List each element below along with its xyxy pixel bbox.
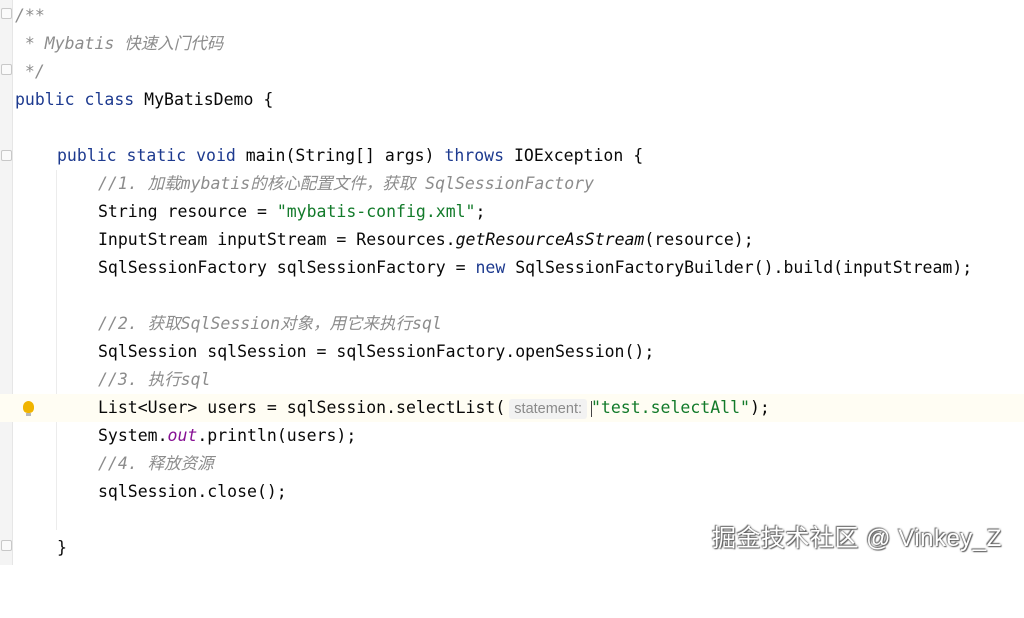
code-text: List<User> users = sqlSession.selectList… xyxy=(98,398,506,417)
code-text: String resource = xyxy=(98,202,277,221)
keyword: throws xyxy=(444,146,514,165)
string-literal: "mybatis-config.xml" xyxy=(276,202,476,221)
code-line-18[interactable]: sqlSession.close(); xyxy=(0,478,1024,506)
class-name: MyBatisDemo { xyxy=(144,90,274,109)
code-line-12[interactable]: //2. 获取SqlSession对象，用它来执行sql xyxy=(0,310,1024,338)
code-text: InputStream inputStream = Resources. xyxy=(98,230,456,249)
code-line-8[interactable]: String resource = "mybatis-config.xml"; xyxy=(0,198,1024,226)
code-editor[interactable]: /** * Mybatis 快速入门代码 */ public class MyB… xyxy=(0,0,1024,565)
code-line-6[interactable]: public static void main(String[] args) t… xyxy=(0,142,1024,170)
statement: SqlSession sqlSession = sqlSessionFactor… xyxy=(98,342,655,361)
code-text: System. xyxy=(98,426,168,445)
statement: List<User> users = sqlSession.selectList… xyxy=(98,394,770,423)
comment: //1. 加载mybatis的核心配置文件，获取 SqlSessionFacto… xyxy=(98,174,595,193)
code-line-14[interactable]: //3. 执行sql xyxy=(0,366,1024,394)
static-method: getResourceAsStream xyxy=(455,230,645,249)
code-line-16[interactable]: System.out.println(users); xyxy=(0,422,1024,450)
code-line-4[interactable]: public class MyBatisDemo { xyxy=(0,86,1024,114)
indent-guide xyxy=(56,170,57,530)
comment: //2. 获取SqlSession对象，用它来执行sql xyxy=(98,314,442,333)
statement: String resource = "mybatis-config.xml"; xyxy=(98,198,485,226)
code-line-7[interactable]: //1. 加载mybatis的核心配置文件，获取 SqlSessionFacto… xyxy=(0,170,1024,198)
code-line-1[interactable]: /** xyxy=(0,2,1024,30)
class-declaration: public class MyBatisDemo { xyxy=(15,86,273,114)
statement: sqlSession.close(); xyxy=(98,482,287,501)
javadoc-open: /** xyxy=(15,6,45,25)
fold-toggle-icon[interactable] xyxy=(1,8,12,19)
code-text: (resource); xyxy=(644,230,754,249)
comment: //3. 执行sql xyxy=(98,370,211,389)
code-line-17[interactable]: //4. 释放资源 xyxy=(0,450,1024,478)
code-text: SqlSessionFactoryBuilder().build(inputSt… xyxy=(515,258,973,277)
watermark: 掘金技术社区 @ Vinkey_Z xyxy=(712,525,1002,552)
fold-toggle-icon[interactable] xyxy=(1,64,12,75)
statement: SqlSessionFactory sqlSessionFactory = ne… xyxy=(98,254,972,282)
statement: System.out.println(users); xyxy=(98,422,356,450)
code-line-2[interactable]: * Mybatis 快速入门代码 xyxy=(0,30,1024,58)
closing-brace: } xyxy=(57,538,67,557)
comment: //4. 释放资源 xyxy=(98,454,214,473)
static-field: out xyxy=(167,426,198,445)
code-line-9[interactable]: InputStream inputStream = Resources.getR… xyxy=(0,226,1024,254)
code-text: ; xyxy=(475,202,486,221)
parameter-hint: statement: xyxy=(509,399,587,419)
keyword: new xyxy=(475,258,516,277)
javadoc-close: */ xyxy=(15,62,45,81)
lightbulb-icon[interactable] xyxy=(23,401,34,416)
text-cursor xyxy=(591,400,592,417)
exception-type: IOException { xyxy=(513,146,644,165)
keyword: public static void xyxy=(57,146,246,165)
keyword: public class xyxy=(15,90,145,109)
code-text: ); xyxy=(749,398,770,417)
code-line-15-current[interactable]: List<User> users = sqlSession.selectList… xyxy=(0,394,1024,422)
editor-gutter xyxy=(0,0,13,565)
string-literal: "test.selectAll" xyxy=(591,398,750,417)
code-text: SqlSessionFactory sqlSessionFactory = xyxy=(98,258,476,277)
fold-toggle-icon[interactable] xyxy=(1,150,12,161)
code-text: .println(users); xyxy=(197,426,357,445)
statement: InputStream inputStream = Resources.getR… xyxy=(98,226,754,254)
method-declaration: public static void main(String[] args) t… xyxy=(57,142,643,170)
fold-toggle-icon[interactable] xyxy=(1,540,12,551)
code-line-20[interactable]: } xyxy=(0,534,1024,562)
javadoc-text: * Mybatis 快速入门代码 xyxy=(15,34,224,53)
code-line-10[interactable]: SqlSessionFactory sqlSessionFactory = ne… xyxy=(0,254,1024,282)
code-line-3[interactable]: */ xyxy=(0,58,1024,86)
code-line-13[interactable]: SqlSession sqlSession = sqlSessionFactor… xyxy=(0,338,1024,366)
method-signature: main(String[] args) xyxy=(245,146,445,165)
